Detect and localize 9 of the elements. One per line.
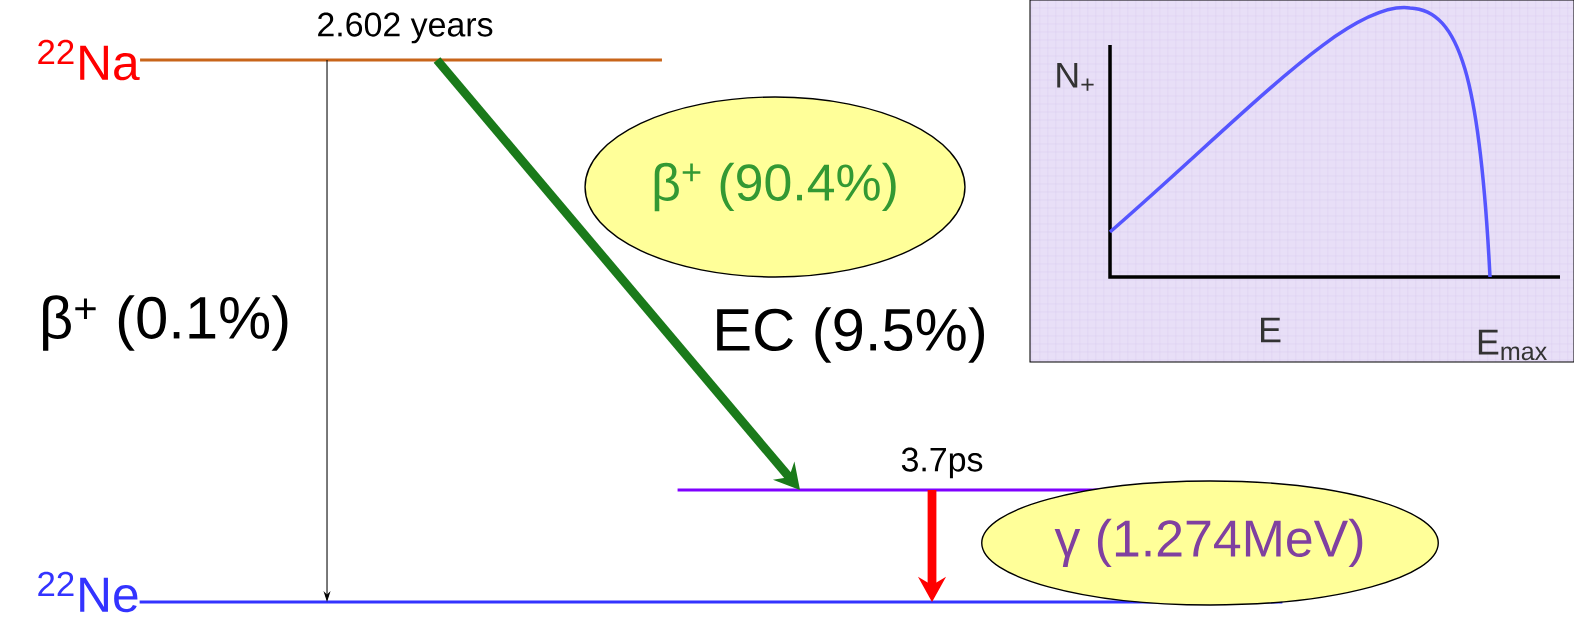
lifetime-label: 3.7ps	[901, 447, 983, 479]
edge-label: β$^{+}$ (0.1%)	[35, 291, 295, 355]
isotope-label: $^{22}$Na	[38, 39, 140, 81]
lifetime-label: 2.602 years	[318, 12, 493, 44]
edge-label: EC (9.5%)	[708, 303, 992, 367]
axis-label: E	[1261, 317, 1281, 343]
isotope-label: $^{22}$Ne	[38, 571, 138, 613]
axis-label: N$_{+}$	[1057, 62, 1094, 91]
axis-label: E$_{max}$	[1478, 329, 1547, 361]
